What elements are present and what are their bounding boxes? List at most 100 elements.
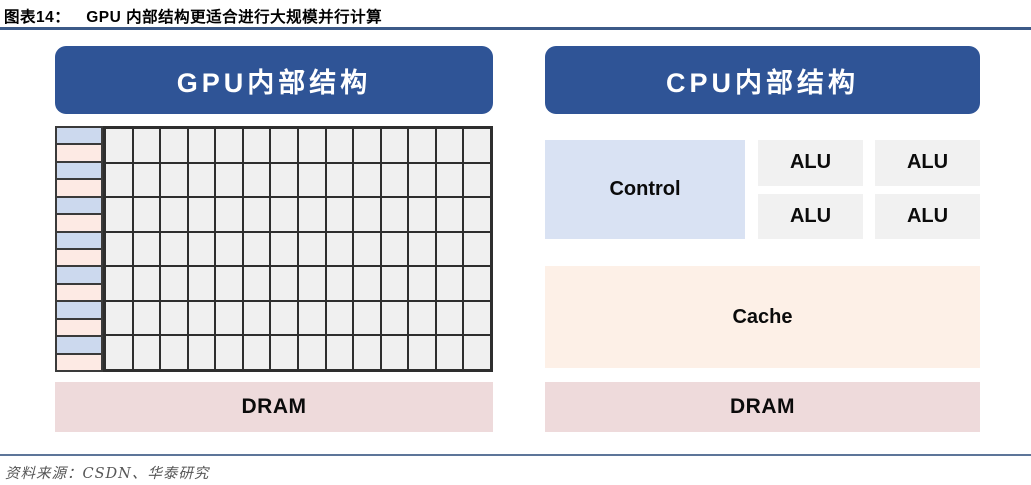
gpu-core-cell [132,197,161,232]
gpu-core-cell [408,335,436,370]
gpu-core-cell [105,162,133,198]
gpu-core-cell [132,231,161,267]
gpu-core-cell [160,128,188,163]
cpu-alu-grid: ALU ALU ALU ALU [758,140,980,239]
gpu-core-cell [380,128,409,163]
gpu-core-cell [297,197,326,232]
gpu-core-cell [408,300,436,336]
gpu-core-cell [187,197,216,232]
gpu-core-cell [408,128,436,163]
gpu-core-cell [105,128,133,163]
gpu-core-cell [132,266,161,301]
gpu-core-cell [270,128,298,163]
gpu-core-cell [297,335,326,370]
gpu-core-cell [463,335,491,370]
gpu-core-cell [297,162,326,198]
gpu-core-cell [408,162,436,198]
gpu-core-cell [215,300,243,336]
gpu-core-cell [353,335,381,370]
gpu-core-cell [353,162,381,198]
gpu-panel-header: GPU内部结构 [55,46,493,114]
gpu-core-cell [105,335,133,370]
gpu-core-cell [105,231,133,267]
gpu-core-cell [463,231,491,267]
gpu-memory-cell [56,231,102,249]
gpu-core-cell [463,197,491,232]
gpu-core-cell [215,266,243,301]
gpu-core-cell [325,231,354,267]
gpu-core-cell [380,335,409,370]
gpu-core-cell [408,231,436,267]
gpu-memory-cell [56,161,102,180]
gpu-core-cell [132,335,161,370]
cpu-control-block: Control [545,140,745,239]
source-note: 资料来源：CSDN、华泰研究 [5,466,210,482]
gpu-core-cell [325,335,354,370]
gpu-core-cell [297,231,326,267]
gpu-core-cell [325,162,354,198]
gpu-core-cell [160,266,188,301]
gpu-structure-diagram [55,126,493,372]
gpu-core-cell [270,266,298,301]
gpu-core-cell [160,231,188,267]
gpu-core-cell [408,266,436,301]
cpu-alu-block: ALU [758,193,863,239]
gpu-dram-block: DRAM [55,382,493,432]
gpu-memory-cell [56,283,102,302]
gpu-core-cell [380,231,409,267]
figure-title: 图表14： GPU 内部结构更适合进行大规模并行计算 [4,5,382,27]
gpu-core-cell [463,128,491,163]
gpu-core-cell [132,162,161,198]
gpu-core-cell [435,300,464,336]
gpu-core-cell [325,197,354,232]
gpu-core-cell [215,335,243,370]
gpu-core-cell [242,162,271,198]
cpu-cache-block: Cache [545,266,980,368]
gpu-core-cell [215,162,243,198]
gpu-memory-cell [56,301,102,319]
gpu-core-cell [435,197,464,232]
gpu-core-cell [435,266,464,301]
gpu-core-cell [270,231,298,267]
gpu-memory-cell [56,144,102,162]
gpu-core-cell [270,335,298,370]
cpu-dram-block: DRAM [545,382,980,432]
gpu-core-cell [297,300,326,336]
cpu-alu-block: ALU [758,140,863,186]
gpu-core-cell [187,300,216,336]
gpu-core-cell [297,128,326,163]
gpu-core-cell [187,128,216,163]
gpu-core-cell [215,231,243,267]
gpu-core-cell [325,128,354,163]
gpu-core-cell [105,300,133,336]
gpu-core-cell [160,335,188,370]
gpu-core-cell [435,231,464,267]
gpu-core-cell [187,335,216,370]
gpu-core-cell [187,162,216,198]
gpu-core-cell [463,300,491,336]
gpu-core-cell [435,335,464,370]
gpu-core-cell [270,162,298,198]
gpu-core-cell [435,162,464,198]
gpu-memory-cell [56,196,102,215]
gpu-memory-cell [56,336,102,354]
gpu-core-cell [187,231,216,267]
gpu-core-cell [463,162,491,198]
gpu-core-cell [353,128,381,163]
title-rule [0,27,1031,30]
gpu-core-cell [242,128,271,163]
gpu-core-cell [380,197,409,232]
gpu-core-cell [380,266,409,301]
cpu-alu-block: ALU [875,140,980,186]
gpu-core-cell [105,197,133,232]
gpu-core-cell [160,300,188,336]
gpu-memory-cell [56,353,102,371]
gpu-core-cell [187,266,216,301]
gpu-core-cell [353,231,381,267]
gpu-core-cell [132,128,161,163]
gpu-core-cell [242,335,271,370]
cpu-panel-header: CPU内部结构 [545,46,980,114]
cpu-alu-block: ALU [875,193,980,239]
gpu-memory-cell [56,266,102,284]
gpu-core-cell [380,300,409,336]
